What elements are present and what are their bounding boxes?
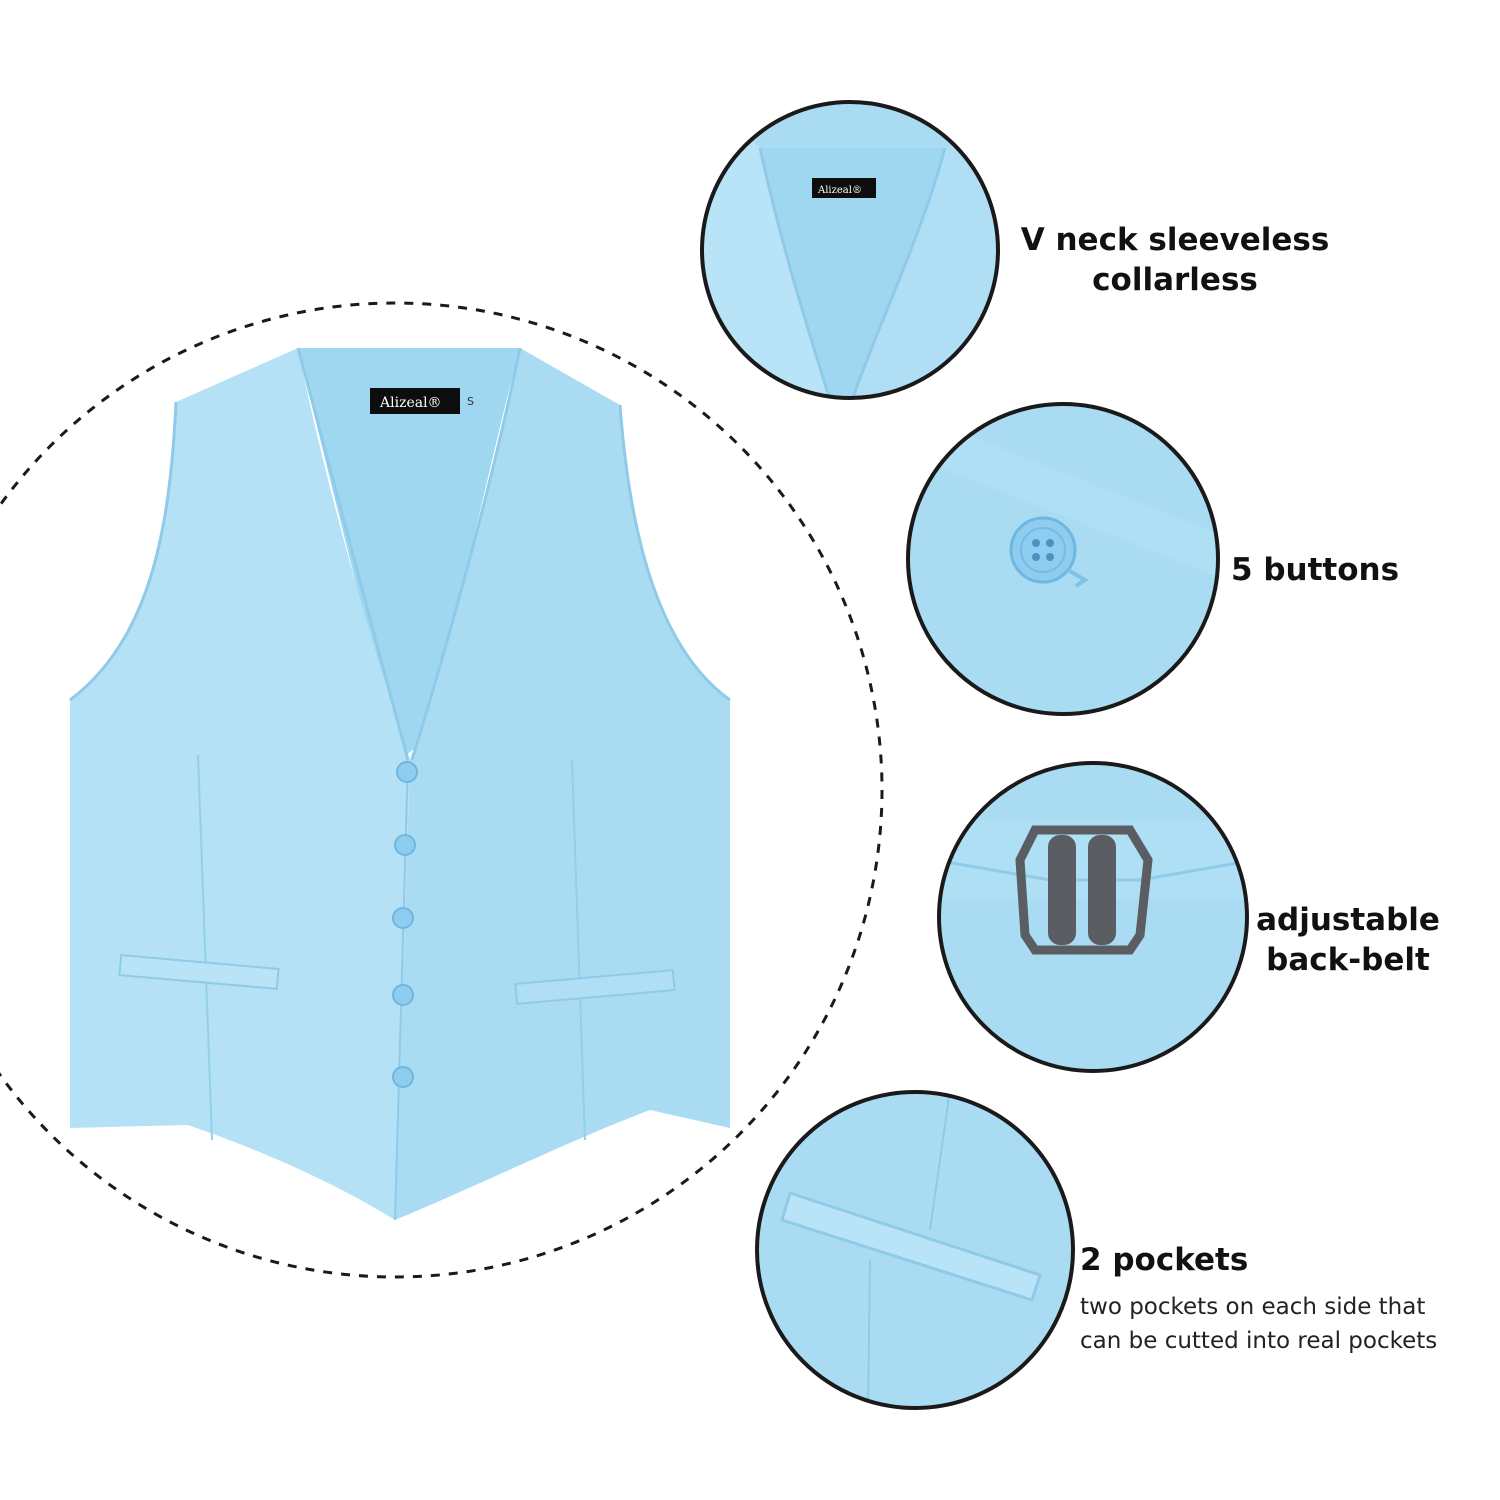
- vest-brand-label: [370, 388, 460, 414]
- feature-pockets-line-1: 2 pockets: [1080, 1242, 1249, 1278]
- vest-pocket-right: [514, 969, 676, 1005]
- vest-button-3: [392, 907, 414, 929]
- feature-buttons-label: 5 buttons: [1220, 550, 1410, 590]
- feature-pockets-desc-line-2: can be cutted into real pockets: [1080, 1328, 1438, 1354]
- feature-pockets-label: 2 pockets: [1080, 1240, 1270, 1280]
- button-detail-icon: [906, 402, 1220, 716]
- vest-size-tag: S: [467, 395, 474, 408]
- vest-buttons: [392, 761, 418, 1088]
- feature-belt-label: adjustable back-belt: [1248, 900, 1448, 980]
- vest-button-1: [396, 761, 418, 783]
- vest-armhole-right: [618, 404, 731, 702]
- back-belt-buckle-icon: [937, 761, 1249, 1073]
- vest-brand-label-text: Alizeal®: [379, 395, 442, 411]
- dashed-ring: [0, 301, 884, 1279]
- feature-pockets-description: two pockets on each side that can be cut…: [1080, 1290, 1490, 1358]
- pocket-detail-icon: [755, 1090, 1075, 1410]
- feature-belt-line-1: adjustable: [1256, 902, 1440, 938]
- vest-pocket-left: [118, 954, 280, 990]
- vest-armhole-left: [69, 401, 178, 702]
- feature-vneck-label: V neck sleeveless collarless: [1010, 220, 1340, 300]
- vest-lapel-left: [296, 347, 410, 761]
- vest-button-5: [392, 1066, 414, 1088]
- feature-vneck-line-1: V neck sleeveless: [1020, 222, 1330, 258]
- feature-belt-line-2: back-belt: [1266, 942, 1430, 978]
- v-neck-detail-icon: Alizeal®: [700, 100, 1000, 400]
- vest-button-4: [392, 984, 414, 1006]
- vneck-brand-label-text: Alizeal®: [817, 185, 862, 196]
- vest-lining: [298, 348, 520, 760]
- vest-dart-right: [571, 759, 586, 1141]
- feature-pockets-desc-line-1: two pockets on each side that: [1080, 1294, 1426, 1320]
- feature-vneck-line-2: collarless: [1092, 262, 1258, 298]
- vest-button-2: [394, 834, 416, 856]
- vest-lapel-right: [410, 347, 522, 761]
- vest-main-image: Alizeal® S: [69, 347, 731, 1221]
- vest-dart-left: [197, 754, 213, 1141]
- feature-buttons-line-1: 5 buttons: [1230, 552, 1400, 588]
